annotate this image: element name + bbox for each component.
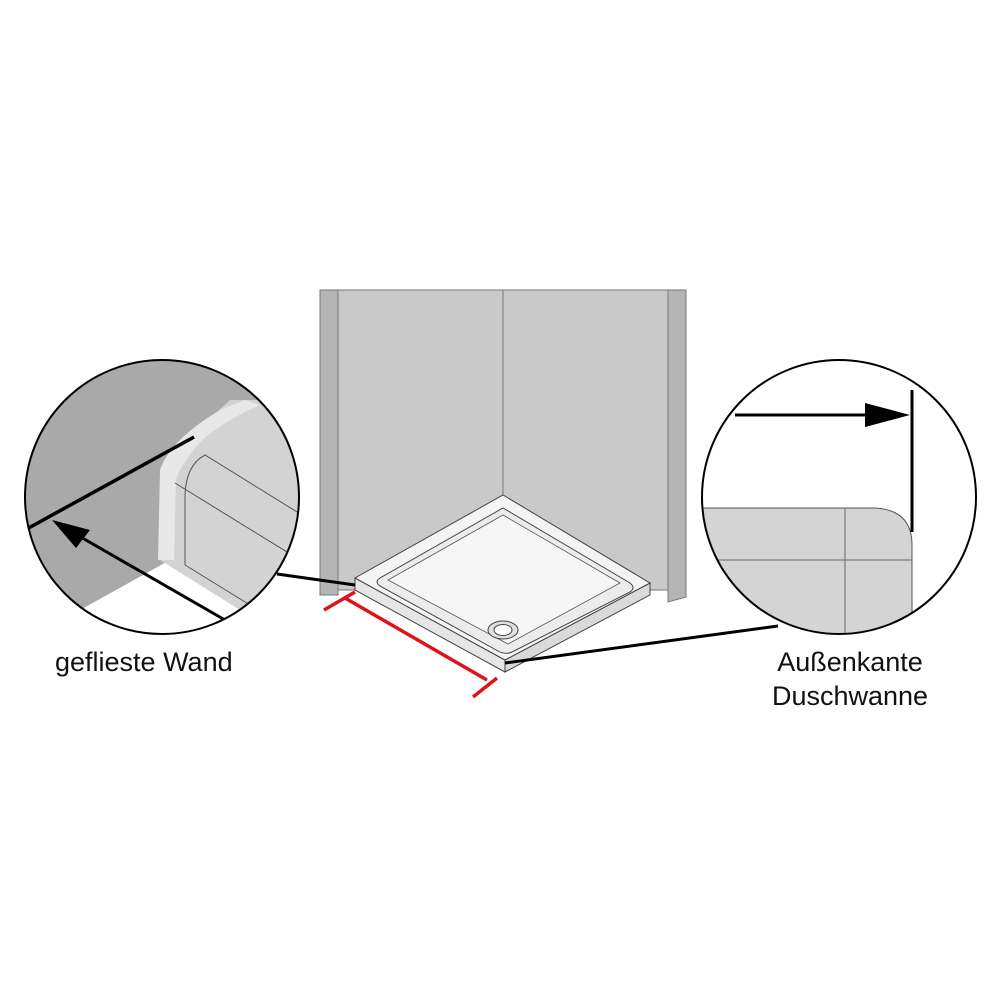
detail-circle-tiled-wall: [25, 360, 299, 634]
label-tiled-wall: geflieste Wand: [55, 647, 233, 677]
shower-tray: [353, 494, 652, 673]
leader-line-right: [504, 624, 779, 665]
detail-circle-outer-edge: [702, 360, 976, 634]
label-outer-edge-line2: Duschwanne: [771, 681, 929, 711]
leader-line-left: [276, 572, 356, 587]
detail-circle-right-outline: [701, 359, 977, 635]
shower-walls: [319, 289, 687, 603]
detail-circle-left-outline: [24, 359, 300, 635]
label-outer-edge-line1: Außenkante: [777, 647, 923, 677]
width-measurement: [323, 590, 499, 699]
label-outer-edge: Außenkante Duschwanne: [740, 645, 960, 713]
